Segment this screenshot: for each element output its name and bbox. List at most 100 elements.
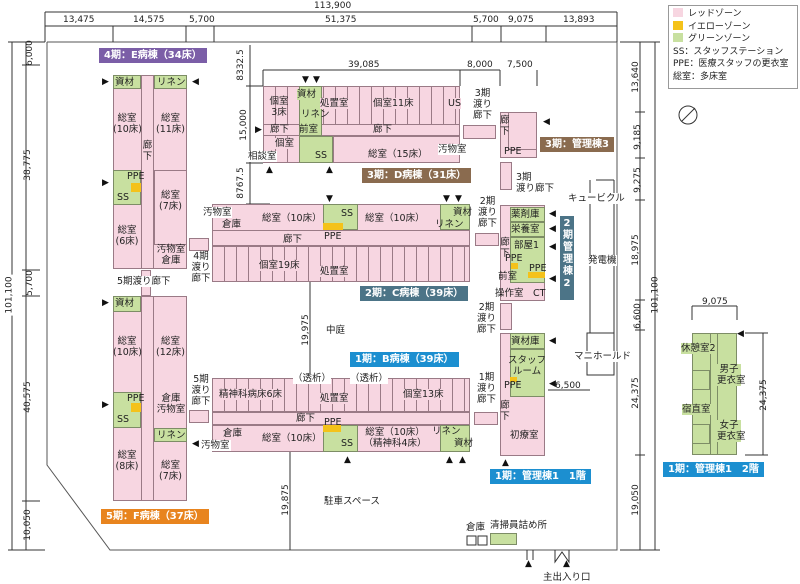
- room-label: 倉庫: [223, 428, 243, 439]
- legend-yellow: イエローゾーン: [673, 20, 793, 34]
- dim-8000: 8,000: [467, 60, 493, 70]
- entrance-arrow-icon: ▲: [563, 559, 570, 569]
- room-label: 総室（10床）: [365, 213, 425, 224]
- d-ward-label: 3期：D病棟（31床）: [362, 168, 472, 183]
- room-label: 廊 下: [500, 400, 510, 422]
- entrance-arrow-icon: ▶: [102, 77, 109, 87]
- room-label: 個室11床: [373, 98, 414, 109]
- dim-left: 38,775: [22, 149, 33, 181]
- room-label: PPE: [505, 253, 523, 264]
- dim-d-width: 39,085: [348, 60, 380, 70]
- room-label: 休憩室2: [681, 343, 716, 354]
- corridor-4: [189, 238, 209, 251]
- entrance-arrow-icon: ◀: [549, 379, 556, 389]
- room-label: PPE: [324, 231, 342, 242]
- entrance-arrow-icon: ◀: [549, 274, 556, 284]
- room-label: （透析）: [293, 373, 332, 384]
- kanri1-label: 1期：管理棟1 1階: [490, 469, 591, 484]
- legend: レッドゾーン イエローゾーン グリーンゾーン SS：スタッフステーション PPE…: [668, 5, 798, 89]
- dim-2f-height: 24,375: [758, 379, 769, 411]
- room-label: 個室13床: [403, 389, 444, 400]
- room-label: 初療室: [510, 430, 539, 441]
- entrance-arrow-icon: ▲: [344, 455, 351, 465]
- legend-ss: SS：スタッフステーション: [673, 46, 784, 57]
- room-label: 汚物室: [203, 207, 232, 218]
- room-label: 総室（10床） （精神科4床）: [363, 427, 427, 449]
- room-label: 薬剤庫: [511, 209, 540, 220]
- entrance-arrow-icon: ▲: [266, 165, 273, 175]
- room-label: 前室: [299, 124, 319, 135]
- room-label: 廊下: [283, 234, 303, 245]
- room-label: 操作室: [495, 288, 524, 299]
- e-ward-label: 4期：E病棟（34床）: [99, 48, 207, 63]
- dim-top: 13,893: [563, 15, 595, 25]
- dim-7500: 7,500: [507, 60, 533, 70]
- dim-right: 9,275: [632, 167, 643, 193]
- room-label: 廊 下: [500, 237, 510, 259]
- dim-d: 8332.5: [235, 49, 246, 81]
- room-label: 個室 3床: [269, 96, 289, 118]
- room-label: 総室 (12床): [155, 336, 185, 358]
- dim-top: 5,700: [473, 15, 499, 25]
- room-label: 相談室: [248, 151, 277, 162]
- entrance-arrow-icon: ▼: [326, 194, 333, 204]
- cleaner-room: [490, 533, 517, 545]
- entrance-arrow-icon: ▼: [443, 194, 450, 204]
- room-label: 個室: [275, 138, 295, 149]
- room-label: 廊 下: [500, 115, 510, 137]
- room-label: 総室 (10床): [113, 336, 143, 358]
- dim-right-total: 101,100: [650, 276, 661, 314]
- dim-left: 40,575: [22, 381, 33, 413]
- entrance-arrow-icon: ▶: [102, 400, 109, 410]
- entrance-arrow-icon: ◀: [543, 117, 550, 127]
- room-label: 総室 (8床): [115, 450, 139, 472]
- corridor-label: 2期 渡り 廊下: [477, 196, 497, 229]
- room-label: 部屋1: [514, 240, 540, 251]
- corridor-2b: [500, 303, 512, 330]
- entrance-arrow-icon: ▼: [455, 194, 462, 204]
- dim-6500: 6,500: [555, 381, 581, 391]
- entrance-arrow-icon: ▲: [502, 458, 509, 468]
- dim-top: 13,475: [63, 15, 95, 25]
- corridor-5b: [189, 410, 209, 423]
- room-label: CT: [533, 288, 546, 299]
- room-label: 資材: [453, 207, 473, 218]
- entrance-arrow-icon: ◀: [192, 77, 199, 87]
- dim-left: 6,000: [24, 40, 35, 66]
- cleaner-room-label: 清掃員詰め所: [490, 520, 548, 531]
- room-label: 前室: [498, 271, 518, 282]
- dim-left: 5,700: [24, 270, 35, 296]
- room-label: 女子 更衣室: [717, 420, 746, 442]
- room-label: 総室 (10床): [113, 113, 143, 135]
- door-icon: [526, 550, 570, 564]
- room-label: SS: [341, 438, 354, 449]
- room-label: 個室19床: [259, 260, 300, 271]
- room-label: PPE: [127, 393, 145, 404]
- entrance-arrow-icon: ▼: [302, 75, 309, 85]
- room-label: 総室 (6床): [115, 225, 139, 247]
- f-ward-label: 5期：F病棟（37床）: [101, 509, 209, 524]
- room-label: 総室 (11床): [155, 113, 185, 135]
- room-label: スタッフ ルーム: [508, 355, 547, 377]
- corridor-label: 2期 渡り 廊下: [476, 302, 496, 335]
- dim-left: 10,050: [22, 509, 33, 541]
- entrance-arrow-icon: ◀: [549, 224, 556, 234]
- corridor-label: 3期 渡り廊下: [516, 172, 555, 194]
- entrance-arrow-icon: ▶: [255, 125, 262, 135]
- room-label: 資材: [297, 89, 317, 100]
- room-label: SS: [117, 414, 130, 425]
- legend-ppe: PPE：医療スタッフの更衣室: [673, 59, 789, 69]
- room-label: （透析）: [350, 373, 389, 384]
- entrance-arrow-icon: ◀: [549, 336, 556, 346]
- room-label: 倉庫 汚物室: [156, 393, 186, 415]
- room-label: PPE: [324, 417, 342, 428]
- entrance-arrow-icon: ◀: [737, 329, 744, 339]
- dim-right: 19,050: [630, 484, 641, 516]
- room-label: 資材: [115, 298, 135, 309]
- manifold-label: マニホールド: [574, 351, 632, 362]
- legend-sou: 総室：多床室: [673, 71, 728, 82]
- dim-right: 24,375: [630, 377, 641, 409]
- room-label: リネン: [432, 426, 461, 437]
